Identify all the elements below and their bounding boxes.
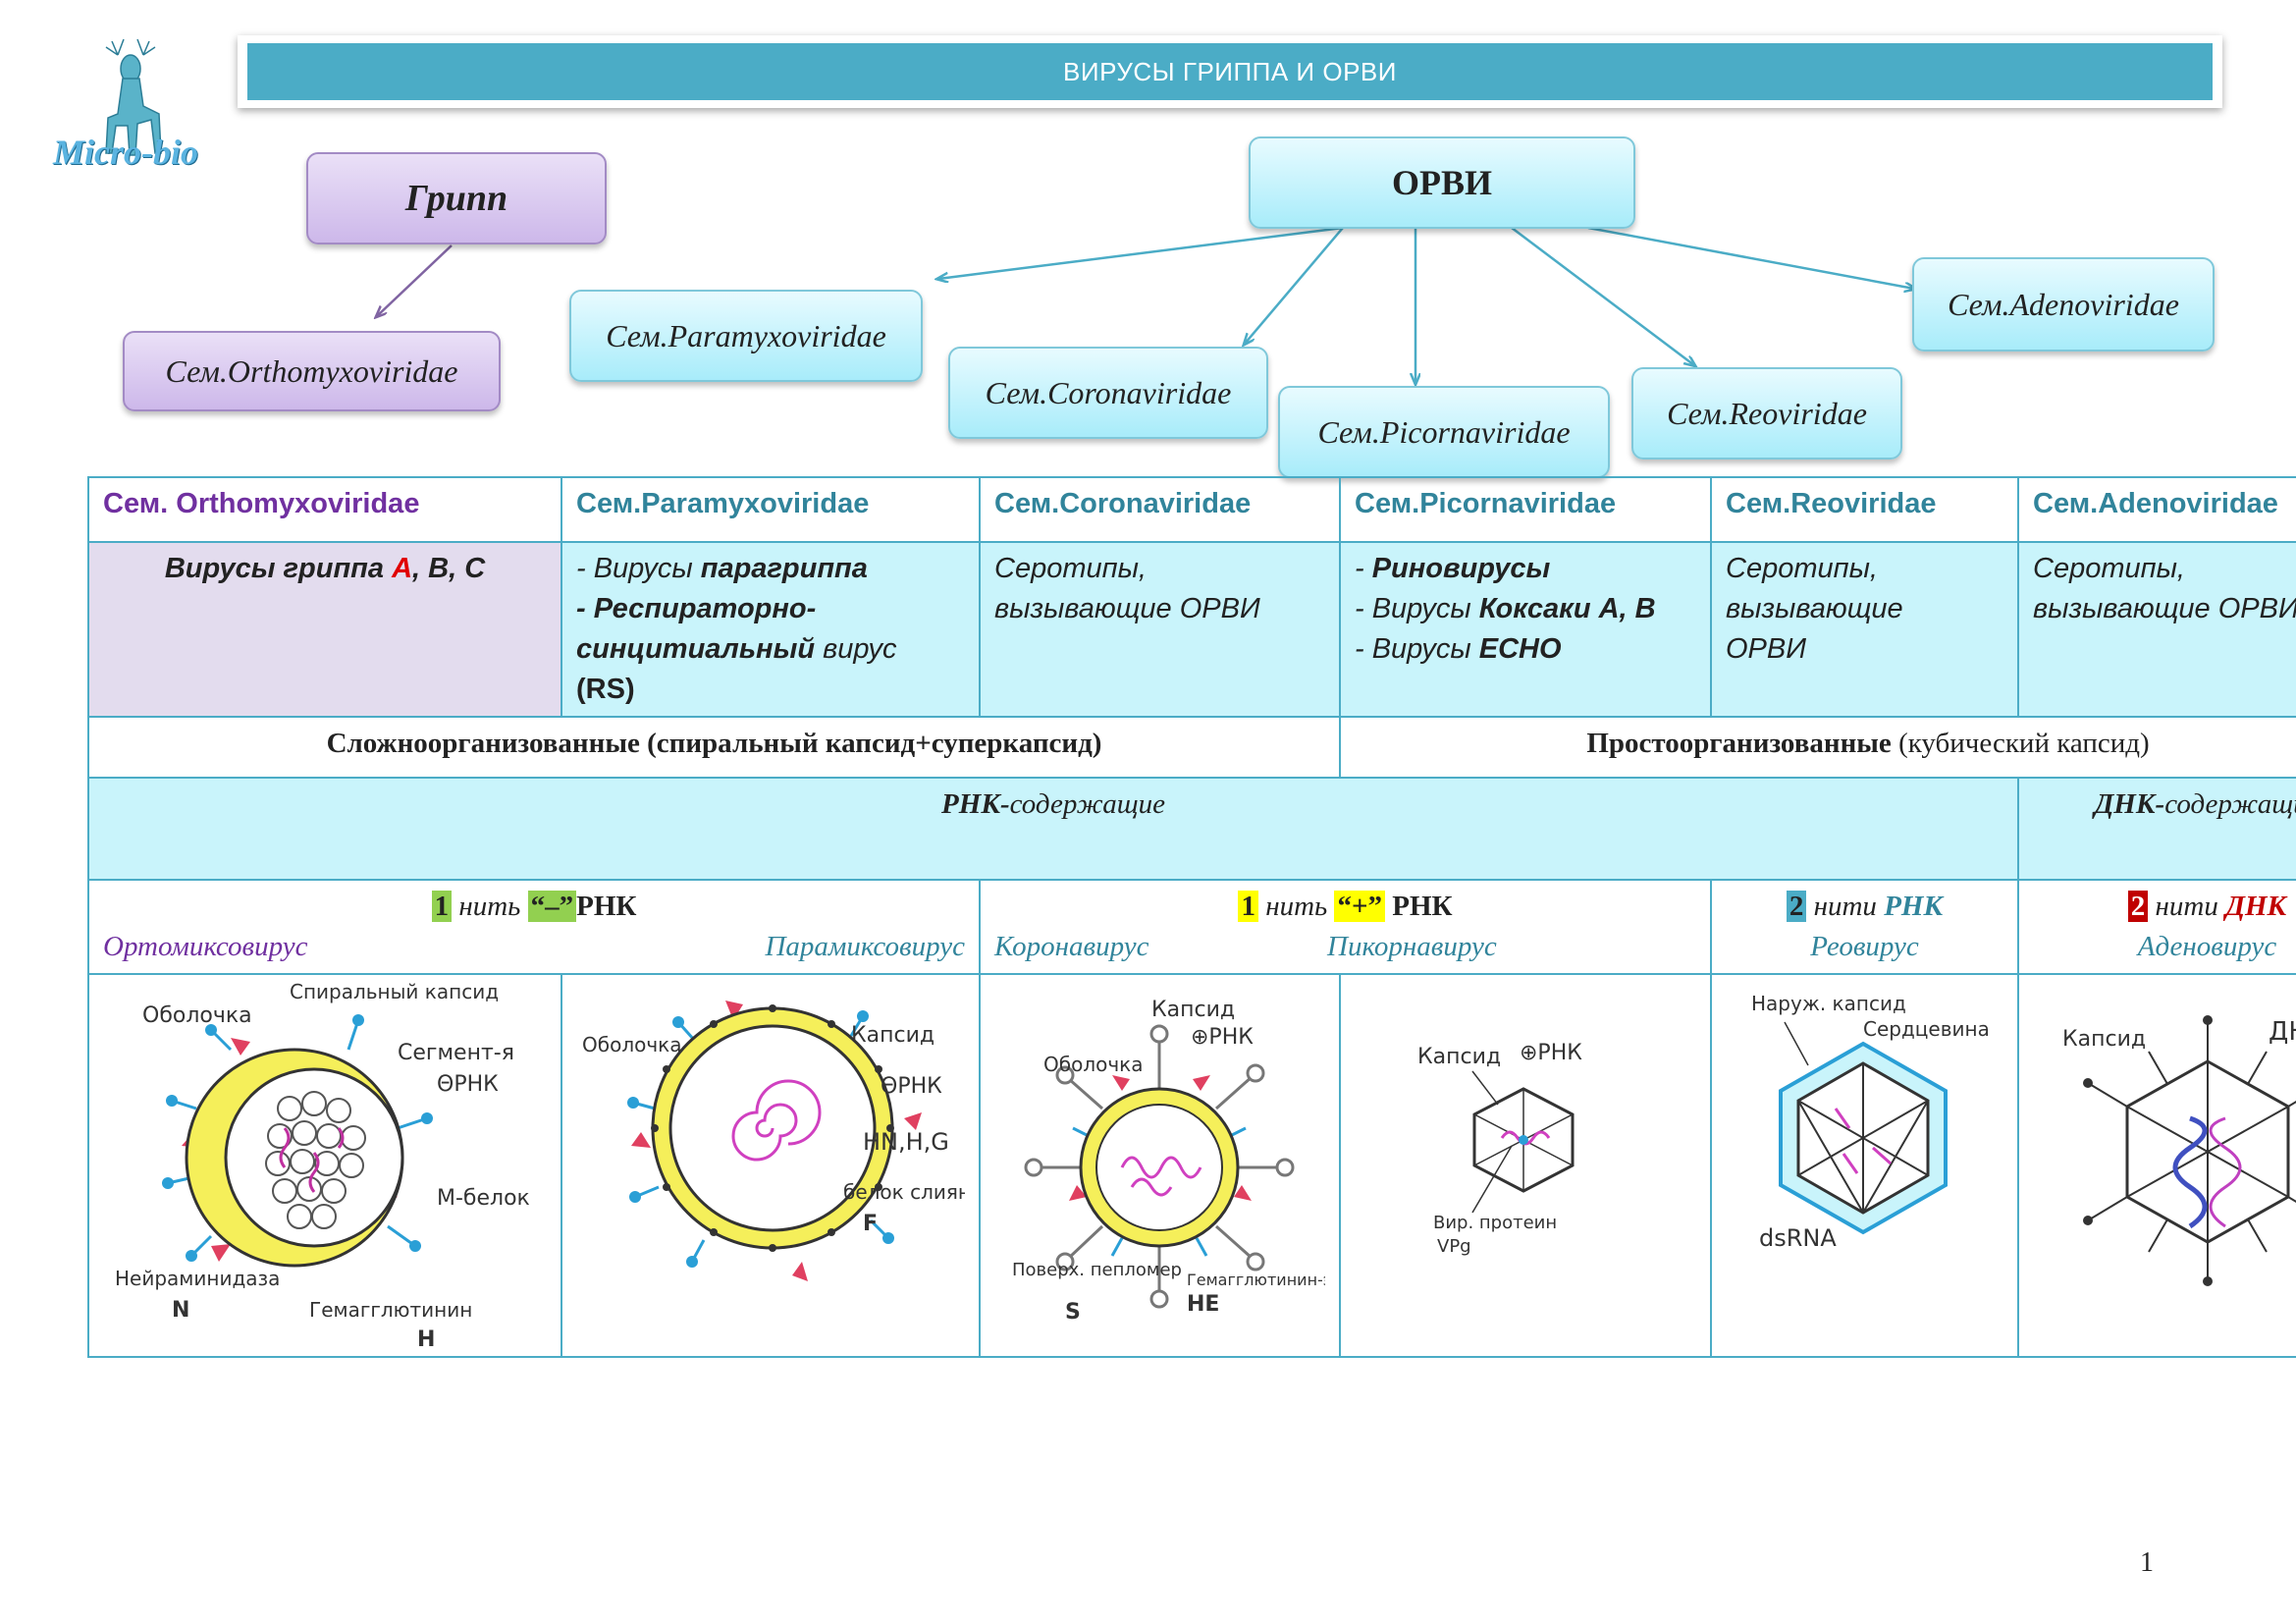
cell-dna: ДНК-содержащие	[2017, 777, 2296, 881]
cell-para-viruses: - Вирусы парагриппа - Респираторно- синц…	[561, 541, 981, 718]
cell-complex: Сложноорганизованные (спиральный капсид+…	[87, 716, 1341, 779]
cell-ds-dna: 2 нити ДНК Аденовирус	[2017, 879, 2296, 975]
svg-text:Сердцевина: Сердцевина	[1863, 1017, 1990, 1041]
svg-text:ΘРНК: ΘРНК	[881, 1074, 942, 1099]
table-header-row: Сем. Orthomyxoviridae Сем.Paramyxovirida…	[87, 476, 2296, 543]
svg-text:Гемагглютинин-эстераза: Гемагглютинин-эстераза	[1187, 1271, 1325, 1289]
svg-text:белок слияния: белок слияния	[843, 1180, 965, 1204]
cell-ortho-viruses: Вирусы гриппа А, В, С	[87, 541, 562, 718]
svg-text:dsRNA: dsRNA	[1759, 1224, 1837, 1252]
svg-text:Наруж. капсид: Наруж. капсид	[1751, 992, 1906, 1015]
svg-text:Вир. протеин: Вир. протеин	[1433, 1213, 1557, 1233]
logo-text: Micro-bio	[53, 133, 198, 172]
header-corona: Сем.Coronaviridae	[979, 476, 1341, 543]
table-row-nucleic: РНК-содержащие ДНК-содержащие	[87, 777, 2296, 881]
svg-text:Гемагглютинин: Гемагглютинин	[309, 1298, 472, 1322]
svg-text:Нейраминидаза: Нейраминидаза	[115, 1267, 280, 1290]
svg-text:ДНК: ДНК	[2269, 1017, 2296, 1047]
gripp-box: Грипп	[306, 152, 607, 244]
orvi-box: ОРВИ	[1249, 136, 1635, 229]
corona-box: Сем.Coronaviridae	[948, 347, 1268, 439]
svg-text:Капсид: Капсид	[2062, 1027, 2146, 1052]
svg-text:Капсид: Капсид	[1151, 998, 1235, 1022]
drawing-reovirus: Наруж. капсид Сердцевина dsRNA	[1710, 973, 2019, 1358]
drawing-adenovirus: Капсид ДНК	[2017, 973, 2296, 1358]
drawing-paramyxovirus: Оболочка Капсид ΘРНК HN,H,G белок слияни…	[561, 973, 981, 1358]
page-title: ВИРУСЫ ГРИППА И ОРВИ	[247, 43, 2213, 100]
page-number: 1	[2140, 1547, 2154, 1578]
table-row-viruses: Вирусы гриппа А, В, С - Вирусы парагрипп…	[87, 541, 2296, 718]
header-adeno: Сем.Adenoviridae	[2017, 476, 2296, 543]
svg-text:VPg: VPg	[1437, 1236, 1471, 1257]
ortho-label-envelope: Оболочка	[142, 1003, 252, 1028]
svg-text:М-белок: М-белок	[437, 1186, 530, 1211]
svg-text:Н: Н	[417, 1327, 435, 1350]
reo-box: Сем.Reoviridae	[1631, 367, 1902, 460]
diagram-arrows	[0, 226, 2296, 511]
svg-text:F: F	[863, 1212, 878, 1236]
svg-text:⊕РНК: ⊕РНК	[1191, 1025, 1254, 1050]
picorna-box: Сем.Picornaviridae	[1278, 386, 1610, 478]
drawing-picornavirus: Капсид ⊕РНК Вир. протеин VPg	[1339, 973, 1712, 1358]
svg-text:НЕ: НЕ	[1187, 1292, 1219, 1317]
svg-text:Поверх. пепломер: Поверх. пепломер	[1012, 1260, 1182, 1280]
svg-text:S: S	[1065, 1300, 1081, 1325]
arrow-gripp-orthomyxo	[377, 244, 453, 316]
cell-simple: Простоорганизованные (кубический капсид)	[1339, 716, 2296, 779]
adeno-box: Сем.Adenoviridae	[1912, 257, 2215, 352]
virus-table: Сем. Orthomyxoviridae Сем.Paramyxovirida…	[87, 476, 2296, 1358]
svg-text:Спиральный капсид: Спиральный капсид	[290, 981, 499, 1003]
svg-text:Капсид: Капсид	[851, 1023, 934, 1048]
cell-picorna-viruses: - Риновирусы - Вирусы Коксаки А, В - Вир…	[1339, 541, 1712, 718]
deer-logo	[105, 38, 162, 156]
header-reo: Сем.Reoviridae	[1710, 476, 2019, 543]
svg-text:N: N	[172, 1298, 189, 1323]
table-row-organization: Сложноорганизованные (спиральный капсид+…	[87, 716, 2296, 779]
orthomyxo-box: Сем.Orthomyxoviridae	[123, 331, 501, 411]
drawing-coronavirus: Капсид ⊕РНК Оболочка Поверх. пепломер S …	[979, 973, 1341, 1358]
svg-text:⊕РНК: ⊕РНК	[1520, 1041, 1582, 1065]
svg-text:Оболочка: Оболочка	[1043, 1053, 1143, 1076]
cell-rna: РНК-содержащие	[87, 777, 2019, 881]
cell-ds-rna: 2 нити РНК Реовирус	[1710, 879, 2019, 975]
header-orthomyxo: Сем. Orthomyxoviridae	[87, 476, 562, 543]
svg-text:HN,H,G: HN,H,G	[863, 1128, 949, 1156]
paramyxo-box: Сем.Paramyxoviridae	[569, 290, 923, 382]
header-picorna: Сем.Picornaviridae	[1339, 476, 1712, 543]
cell-corona-viruses: Серотипы,вызывающие ОРВИ	[979, 541, 1341, 718]
arrow-orvi-adeno	[1587, 226, 1914, 289]
svg-text:Капсид: Капсид	[1417, 1045, 1501, 1069]
drawing-orthomyxovirus: Оболочка Спиральный капсид Сегмент-я ΘРН…	[87, 973, 562, 1358]
svg-text:Оболочка: Оболочка	[582, 1033, 681, 1056]
svg-text:ΘРНК: ΘРНК	[437, 1072, 499, 1097]
arrow-orvi-paramyxo	[938, 226, 1344, 279]
svg-text:Сегмент-я: Сегмент-я	[398, 1041, 514, 1065]
cell-adeno-viruses: Серотипы,вызывающие ОРВИ	[2017, 541, 2296, 718]
arrow-orvi-reo	[1511, 227, 1694, 365]
arrow-orvi-corona	[1245, 227, 1344, 344]
table-row-drawings: Оболочка Спиральный капсид Сегмент-я ΘРН…	[87, 973, 2296, 1358]
header-paramyxo: Сем.Paramyxoviridae	[561, 476, 981, 543]
